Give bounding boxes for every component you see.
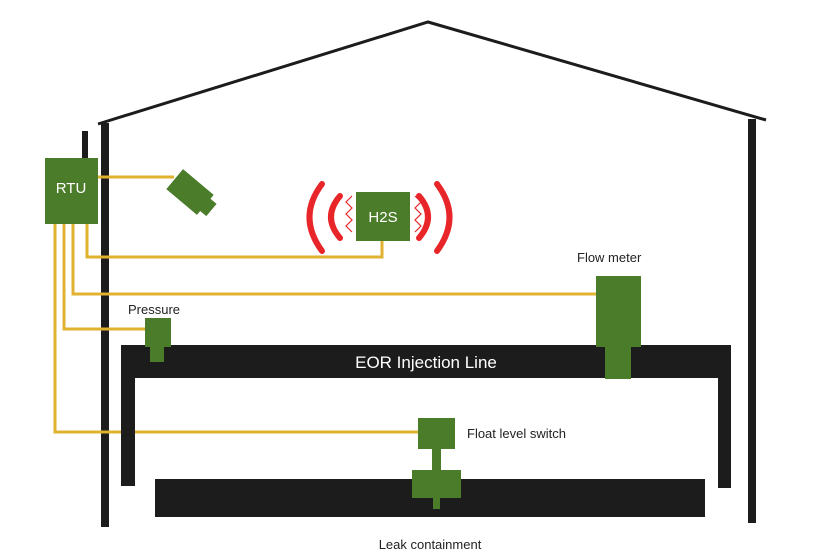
zigzag-left-icon [345, 195, 353, 233]
flow-meter[interactable]: Flow meter [577, 250, 642, 379]
flow-meter-body [596, 276, 641, 347]
right-wall [748, 119, 756, 523]
camera-icon[interactable] [166, 169, 219, 220]
pipe-right-support [718, 378, 731, 488]
eor-injection-line: EOR Injection Line [121, 345, 731, 488]
pressure-label: Pressure [128, 302, 180, 317]
float-switch-tail [433, 497, 440, 509]
flow-meter-stem [605, 345, 631, 379]
signal-wires [53, 175, 598, 434]
wire-h2s [85, 222, 384, 259]
pipe-left-support [121, 378, 135, 486]
float-switch-head [418, 418, 455, 449]
float-switch-rod [432, 447, 441, 471]
zigzag-right-icon [414, 195, 422, 233]
rtu-label: RTU [56, 180, 87, 197]
pipeline-label: EOR Injection Line [355, 353, 497, 372]
building-structure [97, 20, 767, 527]
h2s-detector[interactable]: H2S [306, 181, 453, 254]
flow-meter-label: Flow meter [577, 250, 642, 265]
alarm-waves-right-icon [416, 181, 453, 254]
alarm-waves-left-icon [306, 181, 343, 254]
rtu-device[interactable]: RTU [45, 131, 98, 224]
pressure-stem [150, 345, 164, 362]
wire-flow-meter [71, 222, 598, 296]
wire-float-switch [53, 222, 418, 434]
h2s-box[interactable] [356, 192, 410, 241]
pressure-sensor[interactable]: Pressure [128, 302, 180, 362]
float-switch-label: Float level switch [467, 426, 566, 441]
containment-label: Leak containment [379, 537, 482, 552]
float-level-switch[interactable]: Float level switch [412, 418, 566, 509]
rtu-box[interactable] [45, 158, 98, 224]
pressure-head [145, 318, 171, 347]
left-wall [101, 123, 109, 527]
float-switch-float [412, 470, 461, 498]
h2s-label: H2S [368, 209, 397, 226]
wire-pressure [62, 222, 145, 331]
rtu-antenna [82, 131, 88, 161]
roof-line [97, 20, 767, 126]
